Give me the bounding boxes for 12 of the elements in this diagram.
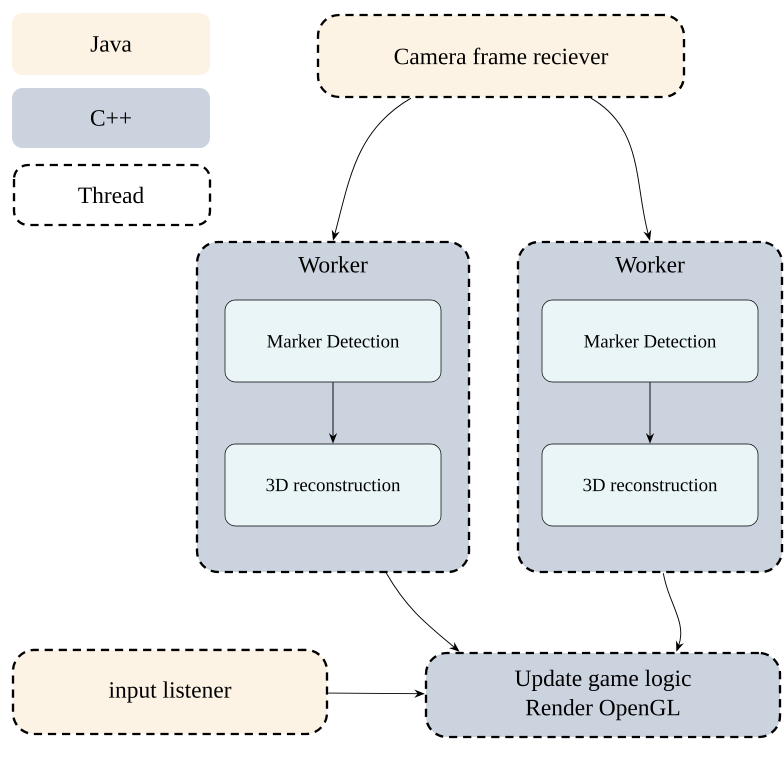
legend-label: Thread: [78, 186, 144, 204]
process-box: Marker Detection: [542, 300, 758, 382]
legend-label: Java: [90, 36, 132, 52]
legend-label: C++: [90, 110, 131, 126]
box-heading: Worker: [298, 256, 368, 273]
thread-box: input listener: [12, 648, 328, 736]
thread-box: Camera frame reciever: [316, 14, 686, 98]
process-box: 3D reconstruction: [542, 444, 758, 526]
process-box: Marker Detection: [224, 300, 442, 382]
box-heading: Worker: [615, 256, 685, 273]
thread-box: Update game logic Render OpenGL: [424, 652, 782, 738]
process-box: 3D reconstruction: [224, 444, 442, 526]
